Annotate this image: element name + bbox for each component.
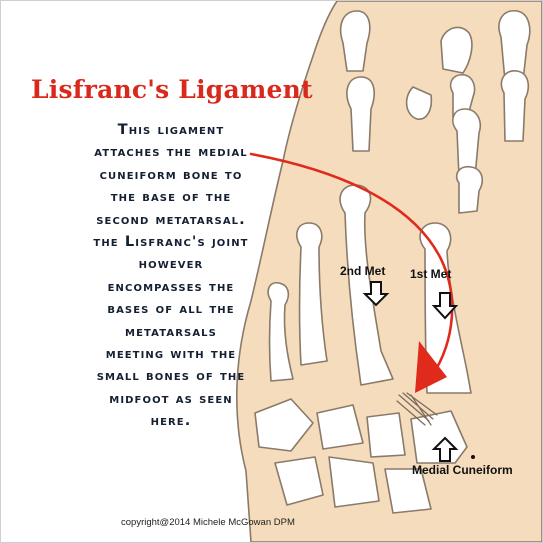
tarsal-bone [254, 398, 314, 452]
metatarsal [267, 281, 294, 382]
ligament-arrow [249, 152, 454, 387]
tarsal-bone [316, 404, 364, 450]
tarsal-bone [328, 456, 380, 508]
phalanx [405, 86, 433, 120]
description-line: bases of all the [107, 300, 235, 318]
up-arrow-icon [431, 436, 459, 462]
phalanx [449, 73, 476, 120]
lisfranc-ligament-fibers [396, 392, 438, 426]
diagram-title: Lisfranc's Ligament [31, 75, 313, 104]
description-line: metatarsals [125, 322, 217, 340]
phalanx [455, 165, 484, 214]
description-line: small bones of the [96, 367, 246, 385]
description-line: here. [150, 412, 192, 430]
label-1st-met: 1st Met [410, 267, 452, 281]
description-line: attaches the medial [94, 143, 248, 161]
ligament-arrow-head [415, 341, 447, 393]
tarsal-bone [274, 456, 324, 506]
description-line: midfoot as seen [109, 389, 233, 407]
label-2nd-met: 2nd Met [340, 264, 386, 278]
phalanx [346, 76, 375, 152]
phalanx [452, 108, 481, 178]
down-arrow-icon [362, 281, 390, 307]
phalanx [339, 10, 371, 72]
marker-dot [471, 455, 475, 459]
description-line: This ligament [117, 121, 225, 138]
description-line: however [138, 255, 204, 273]
tarsal-bone [384, 468, 432, 514]
description-line: the base of the [110, 188, 232, 206]
down-arrow-icon [431, 292, 459, 320]
metatarsal [296, 222, 328, 366]
tarsal-bone [366, 412, 406, 458]
copyright-notice: copyright@2014 Michele McGowan DPM [121, 517, 295, 528]
description-line: second metatarsal. [96, 210, 246, 228]
phalanx [440, 26, 473, 74]
phalanx [500, 70, 530, 142]
description-text: This ligament attaches the medial cuneif… [21, 119, 321, 432]
description-line: the Lisfranc's joint [93, 232, 249, 250]
phalanx [498, 10, 531, 82]
label-medial-cuneiform: Medial Cuneiform [412, 463, 513, 477]
description-line: encompasses the [107, 277, 235, 295]
description-line: cuneiform bone to [99, 165, 243, 183]
description-line: meeting with the [105, 344, 237, 362]
